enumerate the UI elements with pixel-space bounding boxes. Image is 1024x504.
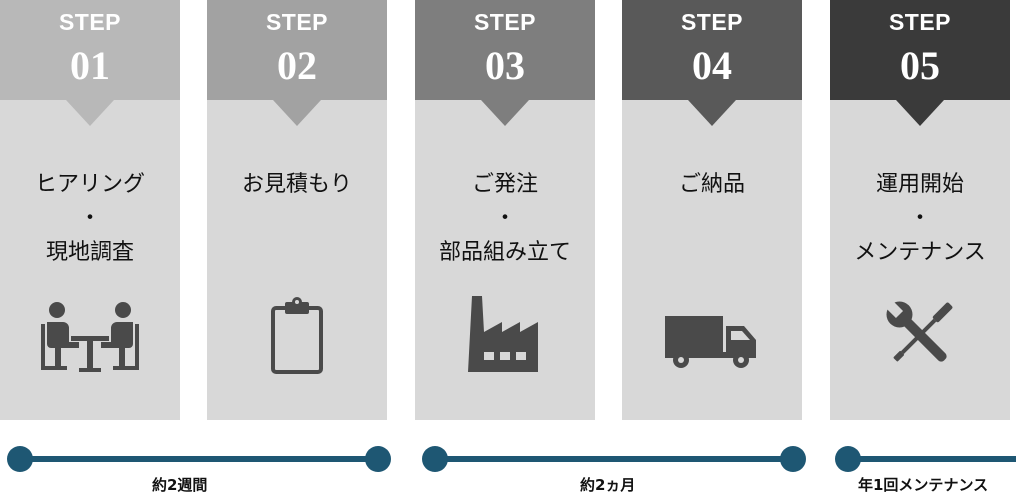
step-title: お見積もり: [207, 168, 387, 202]
timeline-start-dot: [835, 446, 861, 472]
step-label: STEP: [680, 9, 744, 35]
step-number: 02: [277, 43, 317, 88]
step-title-line: ・: [908, 206, 931, 231]
step-title: 運用開始 ・ メンテナンス: [830, 168, 1010, 270]
step-title-line: 部品組み立て: [438, 240, 571, 265]
step-card-04: STEP 04 ご納品: [622, 0, 802, 420]
step-title-line: ご発注: [471, 172, 538, 197]
step-title-line: ご納品: [678, 172, 745, 197]
step-card-01: STEP 01 ヒアリング ・ 現地調査: [0, 0, 180, 420]
timeline-start-dot: [7, 446, 33, 472]
step-title: ご発注 ・ 部品組み立て: [415, 168, 595, 270]
step-header: STEP 01: [0, 0, 180, 126]
step-header: STEP 02: [207, 0, 387, 126]
step-title-line: 現地調査: [45, 240, 134, 265]
step-number: 03: [485, 43, 525, 88]
timeline-end-dot: [780, 446, 806, 472]
timeline-end-dot: [365, 446, 391, 472]
step-number: 05: [900, 43, 940, 88]
step-title-line: ・: [78, 206, 101, 231]
timeline-line: [848, 456, 1016, 462]
step-title-line: ・: [493, 206, 516, 231]
step-title-line: ヒアリング: [34, 172, 145, 197]
step-number: 04: [692, 43, 732, 88]
step-header: STEP 03: [415, 0, 595, 126]
step-title: ヒアリング ・ 現地調査: [0, 168, 180, 270]
step-header: STEP 04: [622, 0, 802, 126]
timeline-start-dot: [422, 446, 448, 472]
step-header: STEP 05: [830, 0, 1010, 126]
timeline-line: [20, 456, 378, 462]
step-title-line: 運用開始: [875, 172, 964, 197]
step-label: STEP: [473, 9, 537, 35]
timeline-label: 約2ヵ月: [580, 476, 636, 494]
factory-icon: [468, 296, 538, 372]
timeline-label: 年1回メンテナンス: [858, 476, 989, 494]
step-label: STEP: [888, 9, 952, 35]
step-card-03: STEP 03 ご発注 ・ 部品組み立て: [415, 0, 595, 420]
timeline-label: 約2週間: [152, 476, 208, 494]
timeline-line: [435, 456, 793, 462]
step-number: 01: [70, 43, 110, 88]
meeting-icon: [41, 302, 139, 372]
step-label: STEP: [58, 9, 122, 35]
step-title: ご納品: [622, 168, 802, 202]
truck-icon: [665, 316, 756, 368]
step-title-line: メンテナンス: [854, 240, 986, 265]
step-title-line: お見積もり: [241, 172, 352, 197]
tools-icon: [884, 299, 953, 362]
clipboard-icon: [271, 297, 323, 374]
step-label: STEP: [265, 9, 329, 35]
step-card-02: STEP 02 お見積もり: [207, 0, 387, 420]
step-card-05: STEP 05 運用開始 ・ メンテナンス: [830, 0, 1010, 420]
